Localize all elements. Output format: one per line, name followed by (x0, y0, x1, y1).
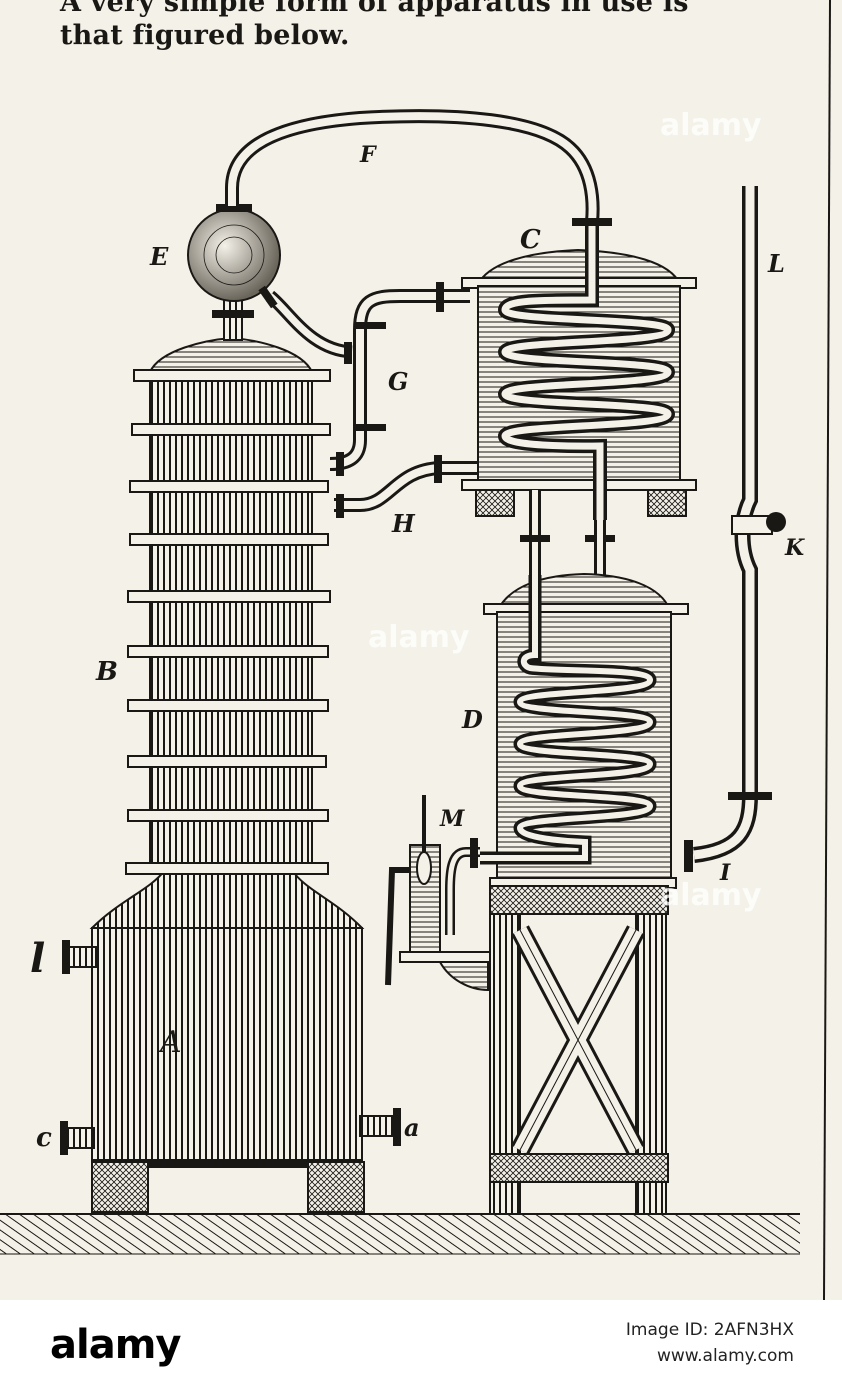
stopcock-k (731, 512, 786, 535)
distillation-apparatus-figure: F E C L G H K B D M I l A c a (0, 0, 831, 1300)
connecting-pipes (520, 490, 615, 575)
label-d: D (461, 705, 483, 734)
column-rings (125, 369, 331, 875)
column (148, 336, 314, 874)
test-glass (385, 795, 491, 992)
footer: alamy Image ID: 2AFN3HX www.alamy.com (0, 1300, 842, 1390)
label-f: F (359, 142, 377, 168)
tap-a (359, 1108, 401, 1146)
tap-l (62, 940, 97, 974)
label-h: H (391, 509, 416, 538)
globe (187, 204, 281, 341)
lower-coil (480, 575, 657, 865)
label-k: K (784, 535, 805, 561)
caption-line-2: that figured below. (60, 20, 350, 51)
label-a-upper: A (157, 1025, 182, 1060)
engraving-plate: A very simple form of apparatus in use i… (0, 0, 842, 1300)
label-b: B (95, 657, 118, 687)
image-id: Image ID: 2AFN3HX (625, 1320, 794, 1340)
boiler-foot-left (91, 1161, 149, 1213)
label-a-lower: a (404, 1113, 420, 1142)
label-c: C (520, 225, 541, 255)
reflux-pipe (258, 285, 353, 359)
caption-line-1: A very simple form of apparatus in use i… (60, 0, 689, 18)
label-lower-l: l (30, 935, 45, 982)
label-m: M (439, 806, 465, 832)
upper-coil (497, 226, 676, 520)
boiler-foot-right (307, 1161, 365, 1213)
label-l: L (767, 249, 785, 278)
label-g: G (388, 367, 409, 396)
boiler (89, 869, 365, 1168)
label-e: E (149, 242, 169, 271)
margin-rule (823, 0, 831, 1300)
footer-logo: alamy (50, 1322, 181, 1368)
label-i: I (719, 860, 731, 886)
ground (0, 1213, 800, 1255)
label-c-lower: c (36, 1123, 52, 1153)
stand (489, 885, 669, 1215)
caption: A very simple form of apparatus in use i… (60, 0, 689, 52)
pipe-h (334, 455, 478, 518)
tap-c (60, 1121, 95, 1155)
footer-url: www.alamy.com (656, 1346, 794, 1366)
vapour-pipe (225, 109, 612, 226)
pipe-g (329, 282, 470, 476)
